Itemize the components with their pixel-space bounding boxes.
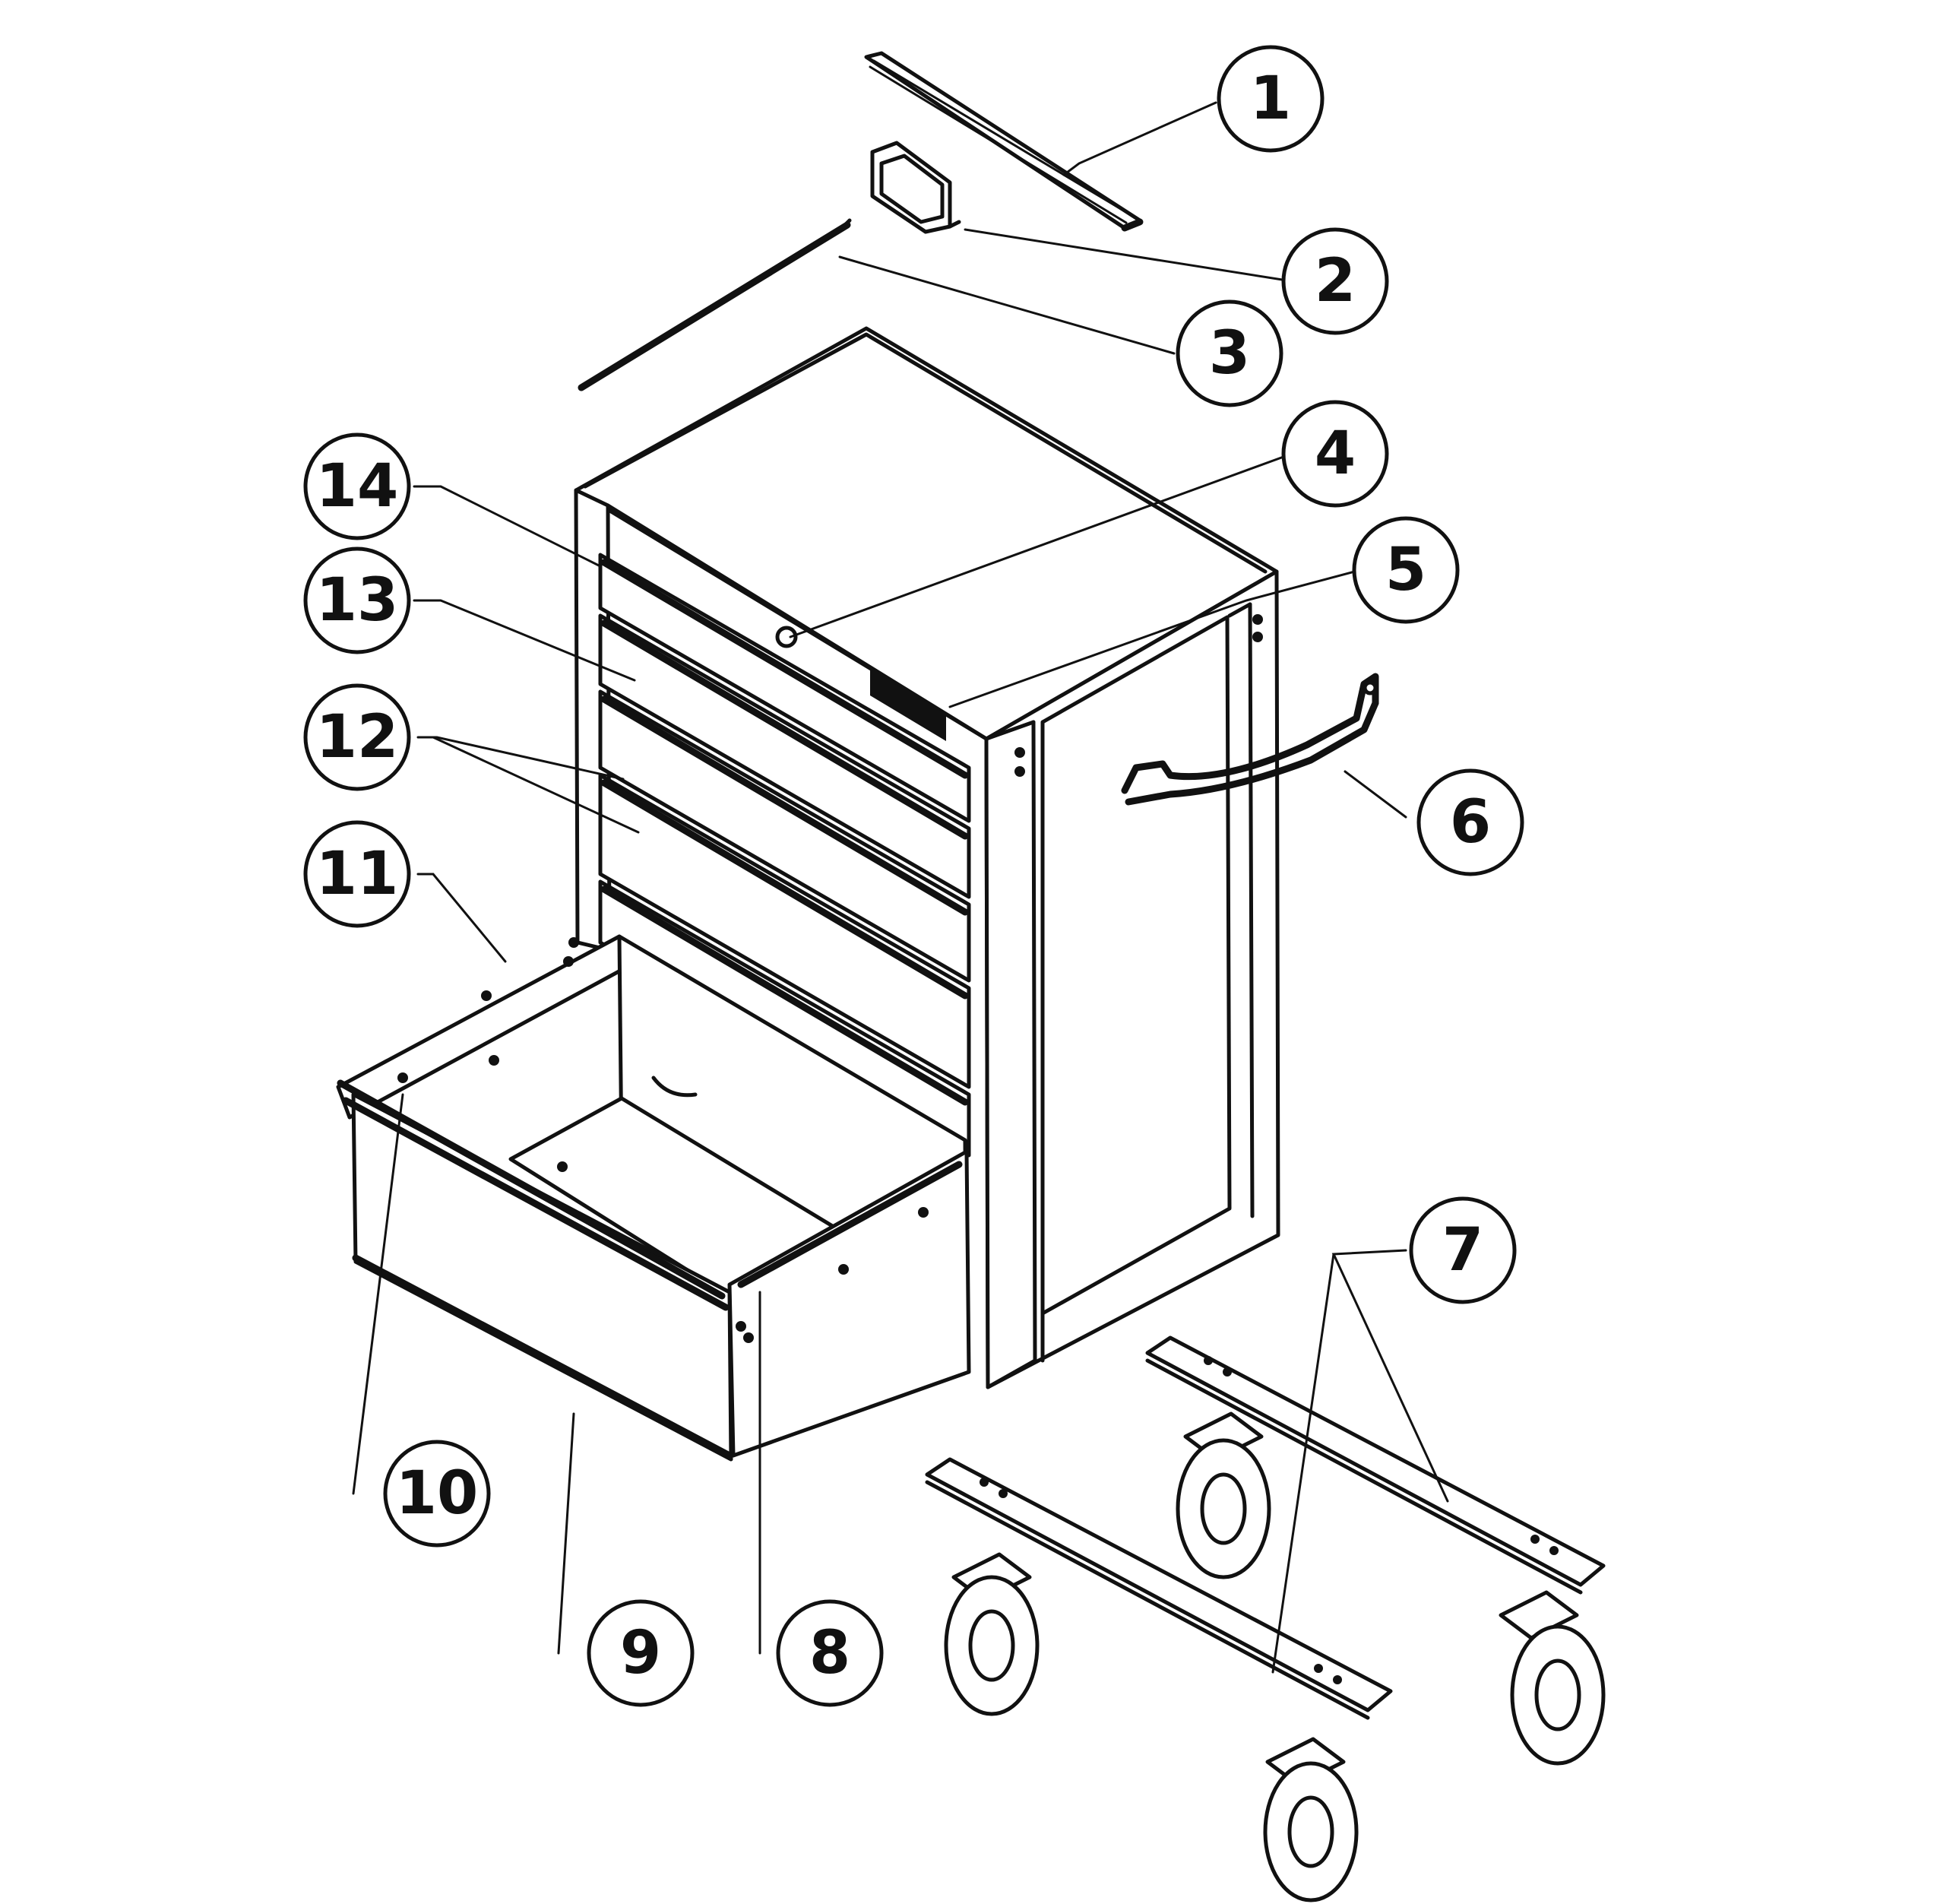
callout-7-label: 7 bbox=[1442, 1216, 1483, 1285]
caster-wheels bbox=[944, 1411, 1606, 1902]
callout-4-label: 4 bbox=[1315, 420, 1356, 488]
callout-8-label: 8 bbox=[809, 1619, 850, 1687]
callout-8: 8 bbox=[776, 1599, 884, 1707]
callout-13: 13 bbox=[303, 546, 411, 654]
callout-12-label: 12 bbox=[316, 703, 399, 771]
part-6-side-handle bbox=[1121, 673, 1379, 806]
callout-10-label: 10 bbox=[396, 1459, 479, 1528]
callout-12: 12 bbox=[303, 683, 411, 791]
callout-4: 4 bbox=[1281, 400, 1389, 508]
callout-5-label: 5 bbox=[1385, 536, 1426, 604]
callout-2-label: 2 bbox=[1315, 247, 1356, 315]
callout-13-label: 13 bbox=[316, 566, 399, 635]
callout-2: 2 bbox=[1281, 227, 1389, 335]
leader-lines bbox=[352, 101, 1449, 1674]
callout-1-label: 1 bbox=[1250, 65, 1291, 133]
callout-10: 10 bbox=[383, 1440, 491, 1548]
callout-11-label: 11 bbox=[316, 840, 399, 908]
callout-14: 14 bbox=[303, 432, 411, 540]
part-7-caster-plates bbox=[925, 1335, 1606, 1720]
open-drawer bbox=[336, 934, 971, 1462]
callout-3-label: 3 bbox=[1209, 319, 1250, 388]
part-3-rod bbox=[578, 218, 852, 391]
part-1-slide-rail bbox=[864, 51, 1144, 232]
callout-14-label: 14 bbox=[316, 452, 399, 521]
callout-9: 9 bbox=[587, 1599, 695, 1707]
callout-7: 7 bbox=[1409, 1196, 1517, 1304]
callout-9-label: 9 bbox=[620, 1619, 661, 1687]
callout-3: 3 bbox=[1176, 299, 1283, 407]
callout-6: 6 bbox=[1416, 768, 1524, 876]
callout-1: 1 bbox=[1217, 45, 1325, 153]
callout-11: 11 bbox=[303, 820, 411, 928]
part-2-bracket bbox=[870, 141, 961, 234]
callout-6-label: 6 bbox=[1450, 788, 1491, 857]
callout-5: 5 bbox=[1352, 516, 1460, 624]
